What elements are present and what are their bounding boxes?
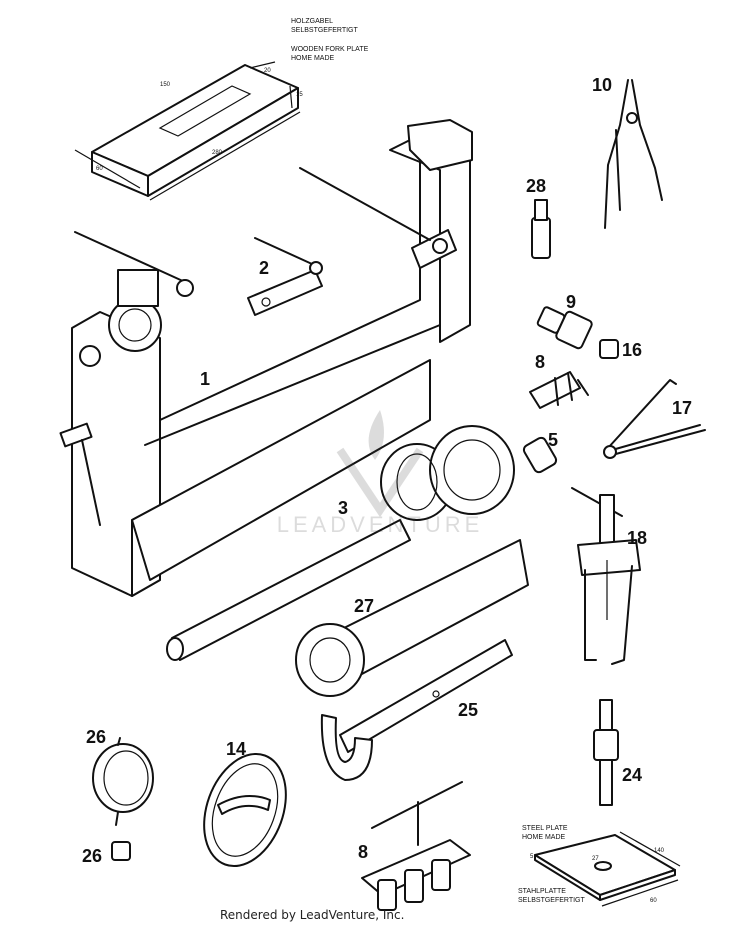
callout-24: 25 [458,700,478,720]
fork-plate-note-line-1: HOLZGABEL [291,18,333,25]
fork-plate-dim-3: 15 [296,92,303,98]
wooden-fork-plate [74,61,301,201]
part-24-hook-wrench [320,639,513,781]
part-16-bushing [599,339,619,359]
callout-5: 5 [548,430,558,450]
fork-plate-dim-2: 20 [264,68,271,74]
watermark-text: LEADVENTURE [277,512,484,537]
fork-plate-dim-1: 150 [160,82,171,88]
callout-3: 3 [338,498,348,518]
part-3-holding-wrench [166,425,515,661]
callout-14: 14 [226,739,246,759]
part-15-spanner [603,379,706,459]
callout-26-label: 26 [82,846,102,866]
steel-plate-note-line-3: STAHLPLATTE [518,888,566,895]
steel-plate-dim-3: 5 [530,854,534,860]
part-18-slide-hammer [593,699,619,806]
holding-frame [59,119,473,597]
callout-11: 10 [592,75,612,95]
callout-2: 2 [259,258,269,278]
callout-16: 16 [622,340,642,360]
part-14-degree-disc [203,752,287,868]
part-26-adapter [111,841,131,861]
watermark: LEADVENTURE [240,400,520,540]
callout-1: 1 [200,369,210,389]
part-10-pin-tool [529,371,589,409]
part-8-press-tool [361,781,471,911]
fork-plate-note-line-2: SELBSTGEFERTIGT [291,27,358,34]
steel-plate-dim-2: 27 [592,856,599,862]
part-28-sealant-tube [531,199,551,259]
steel-plate [534,831,681,907]
callout-17: 18 [627,528,647,548]
callout-28: 28 [526,176,546,196]
fork-plate-dim-5: 60 [96,166,103,172]
part-2-bracket [247,237,323,316]
fork-plate-dim-4: 280 [212,150,223,156]
callout-18: 24 [622,765,642,785]
part-27-pin-wrench [295,539,529,697]
callout-15: 17 [672,398,692,418]
callout-9: 9 [566,292,576,312]
part-11-circlip-pliers [604,79,663,229]
fork-plate-note-line-3: WOODEN FORK PLATE [291,46,369,53]
callout-10: 8 [535,352,545,372]
steel-plate-dim-4: 60 [650,898,657,904]
steel-plate-note-line-1: STEEL PLATE [522,825,568,832]
callout-8-label: 8 [358,842,368,862]
fork-plate-note-line-4: HOME MADE [291,55,335,62]
part-5-sleeve [522,436,558,474]
callout-25: 26 [86,727,106,747]
steel-plate-note-line-4: SELBSTGEFERTIGT [518,897,585,904]
part-25-dial-gauge [92,737,154,826]
footer-credit: Rendered by LeadVenture, Inc. [220,908,405,922]
steel-plate-dim-1: 140 [654,848,665,854]
callout-27: 27 [354,596,374,616]
part-17-puller [571,487,641,665]
part-9-adapter [536,306,593,350]
steel-plate-note-line-2: HOME MADE [522,834,566,841]
